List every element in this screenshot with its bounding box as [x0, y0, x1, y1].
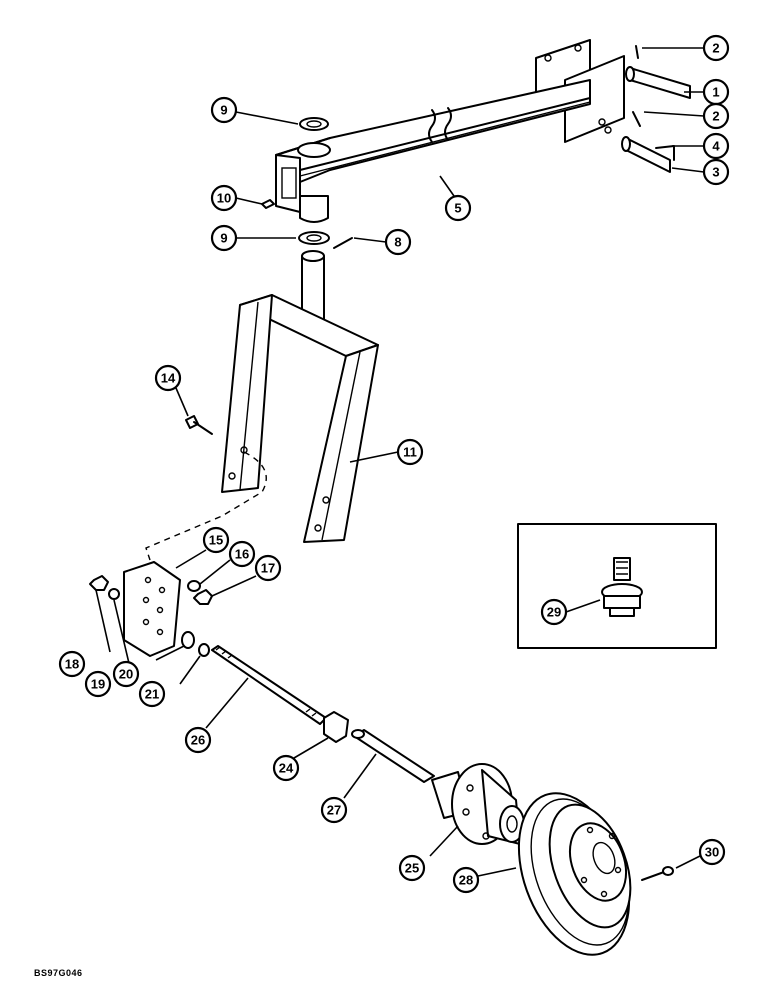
- callout-label: 18: [65, 657, 79, 672]
- callout-label: 26: [191, 733, 205, 748]
- callout-label: 16: [235, 547, 249, 562]
- callout-label: 3: [712, 165, 719, 180]
- callout-4: 4: [702, 132, 730, 160]
- callout-18: 18: [58, 650, 86, 678]
- wheel-rim: [517, 792, 632, 956]
- bolt-30: [641, 866, 674, 881]
- hub: [431, 763, 525, 845]
- callout-15: 15: [202, 526, 230, 554]
- callout-label: 11: [403, 445, 417, 460]
- callout-14: 14: [154, 364, 182, 392]
- frame-arm: [275, 39, 625, 223]
- callout-28: 28: [452, 866, 480, 894]
- callout-label: 14: [161, 371, 176, 386]
- callout-label: 9: [220, 103, 227, 118]
- callout-3: 3: [702, 158, 730, 186]
- callout-30: 30: [698, 838, 726, 866]
- callout-label: 27: [327, 803, 341, 818]
- diagram-code: BS97G046: [34, 968, 83, 978]
- callout-label: 2: [712, 109, 719, 124]
- callout-17: 17: [254, 554, 282, 582]
- callout-label: 1: [712, 85, 719, 100]
- callout-label: 10: [217, 191, 231, 206]
- callout-label: 4: [712, 139, 720, 154]
- callout-label: 5: [454, 201, 461, 216]
- callout-16: 16: [228, 540, 256, 568]
- callout-19: 19: [84, 670, 112, 698]
- callout-27: 27: [320, 796, 348, 824]
- callout-26: 26: [184, 726, 212, 754]
- callout-label: 20: [119, 667, 133, 682]
- plate: [89, 561, 213, 657]
- callout-label: 19: [91, 677, 105, 692]
- callout-9: 9: [210, 224, 238, 252]
- inset-box: [517, 523, 717, 649]
- callout-10: 10: [210, 184, 238, 212]
- callout-label: 28: [459, 873, 473, 888]
- pins: [621, 45, 691, 173]
- callout-label: 21: [145, 687, 159, 702]
- callout-20: 20: [112, 660, 140, 688]
- callout-label: 9: [220, 231, 227, 246]
- fork: [145, 250, 379, 561]
- callout-label: 29: [547, 605, 561, 620]
- callout-8: 8: [384, 228, 412, 256]
- callout-label: 30: [705, 845, 719, 860]
- callout-label: 15: [209, 533, 223, 548]
- callout-label: 25: [405, 861, 419, 876]
- spacer-tube: [351, 729, 435, 783]
- callout-label: 17: [261, 561, 275, 576]
- callout-label: 2: [712, 41, 719, 56]
- callout-5: 5: [444, 194, 472, 222]
- callout-2: 2: [702, 34, 730, 62]
- callout-29: 29: [540, 598, 568, 626]
- callout-11: 11: [396, 438, 424, 466]
- callout-1: 1: [702, 78, 730, 106]
- washers: [261, 117, 353, 249]
- callout-24: 24: [272, 754, 300, 782]
- bolt-14: [185, 415, 213, 435]
- callout-9: 9: [210, 96, 238, 124]
- callout-2: 2: [702, 102, 730, 130]
- callout-25: 25: [398, 854, 426, 882]
- callout-label: 8: [394, 235, 401, 250]
- leader-lines: [95, 47, 705, 877]
- callout-21: 21: [138, 680, 166, 708]
- callout-label: 24: [279, 761, 294, 776]
- axle-parts: [181, 631, 349, 743]
